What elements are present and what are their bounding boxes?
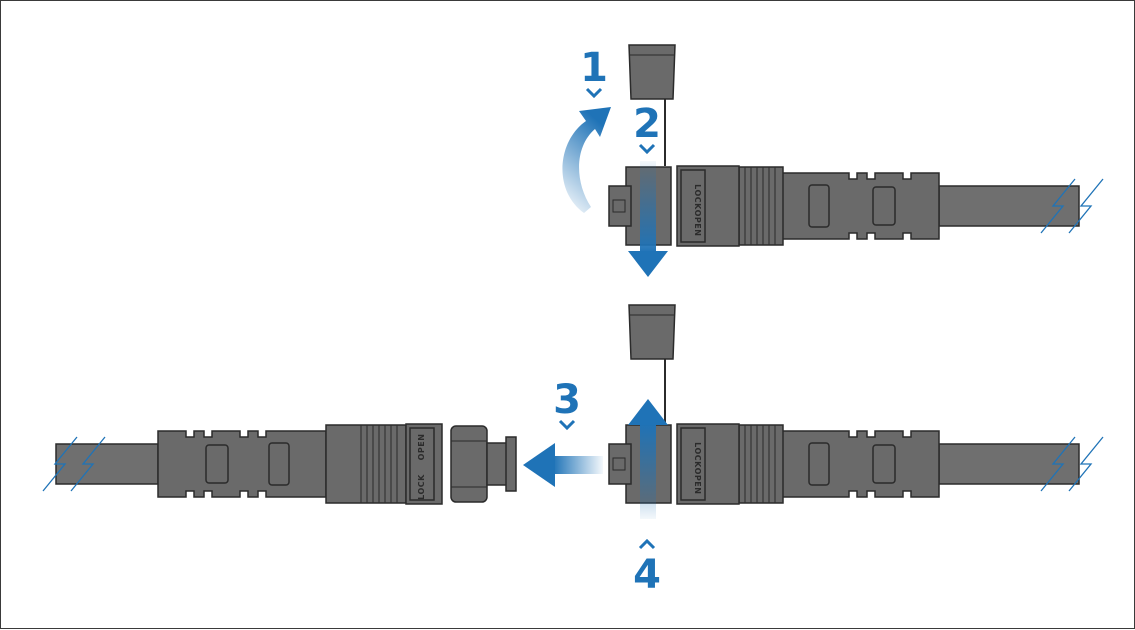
bottom-left-lock-text: LOCK (417, 474, 426, 500)
top-relief-window-2 (872, 186, 896, 226)
bottom-cable-left (55, 443, 159, 485)
bottom-left-open-text: OPEN (417, 434, 426, 461)
bottom-coupling-ring (450, 425, 488, 503)
top-ribbed-body (738, 166, 784, 246)
top-cable-break (1040, 178, 1104, 234)
bottom-plug-assembly (55, 423, 517, 505)
bottom-right-open-text: OPEN (693, 468, 702, 495)
step-4-number: 4 (633, 552, 661, 598)
step-3-label: 3 (553, 377, 581, 431)
bottom-left-collar-labels: OPEN LOCK (417, 434, 426, 500)
top-open-text: OPEN (693, 210, 702, 237)
top-lock-text: LOCK (693, 184, 702, 210)
top-collar-panel (680, 169, 706, 243)
bottom-right-lock-text: LOCK (693, 442, 702, 468)
step-1-pointer (585, 87, 603, 99)
top-rib-lines (744, 167, 776, 245)
step-3-left-arrow (523, 443, 603, 487)
step-4-up-arrow (628, 399, 668, 519)
step-1-label: 1 (580, 45, 608, 99)
step-3-pointer (558, 419, 576, 431)
step-3-number: 3 (553, 377, 581, 423)
bottom-right-collar-labels: LOCK OPEN (693, 442, 702, 494)
bottom-socket-assembly (608, 304, 1080, 505)
bottom-dust-cap (628, 304, 676, 360)
step-4-label: 4 (633, 538, 661, 598)
step-1-number: 1 (580, 45, 608, 91)
top-socket-assembly (608, 44, 1080, 247)
top-strain-relief (780, 172, 940, 240)
top-relief-window-1 (808, 184, 830, 228)
bottom-left-cable-break (42, 436, 106, 492)
top-dust-cap (628, 44, 676, 100)
step-2-down-arrow (628, 161, 668, 277)
step-2-number: 2 (633, 101, 661, 147)
bottom-strain-relief-right (780, 430, 940, 498)
bottom-ribbed-body-right (738, 424, 784, 504)
bottom-ribbed-body-left (325, 424, 407, 504)
step-2-pointer (638, 143, 656, 155)
step-4-pointer (638, 538, 656, 550)
bottom-right-cable-break (1040, 436, 1104, 492)
bottom-strain-relief-left (157, 430, 327, 498)
step-1-curved-arrow (562, 107, 611, 213)
top-collar-labels: LOCK OPEN (693, 184, 702, 236)
step-2-label: 2 (633, 101, 661, 155)
